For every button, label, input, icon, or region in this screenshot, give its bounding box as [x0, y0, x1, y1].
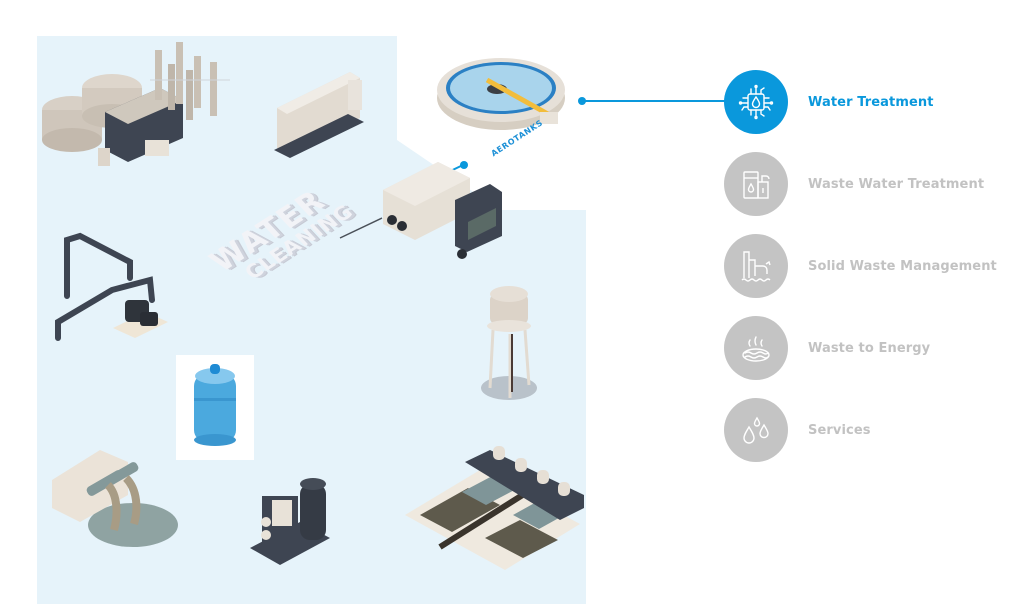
ion-exchange-columns-illustration: [150, 42, 230, 120]
settling-basins-illustration: [405, 446, 584, 570]
menu-item-waste-to-energy[interactable]: Waste to Energy: [724, 316, 1024, 380]
menu-item-services[interactable]: Services: [724, 398, 1024, 462]
water-drops-icon: [743, 416, 769, 444]
truck-connector-dot: [460, 161, 468, 169]
menu-item-icon-circle: [724, 234, 788, 298]
menu-item-icon-circle: [724, 70, 788, 134]
menu-item-icon-circle: [724, 152, 788, 216]
menu-connector-line: [583, 100, 726, 102]
sewage-outfall-illustration: [52, 450, 178, 547]
storage-tanks-illustration: [42, 74, 183, 166]
aerotank-clarifier-illustration: [437, 58, 565, 130]
circuit-water-drop-icon: [738, 84, 774, 120]
menu-item-label: Solid Waste Management: [808, 258, 997, 274]
water-cleaning-pointer-line: [339, 217, 383, 239]
pressure-filter-unit-illustration: [250, 478, 330, 565]
menu-item-label: Water Treatment: [808, 94, 934, 110]
pump-pipes-illustration: [55, 232, 155, 341]
membrane-filter-unit-illustration: [274, 72, 364, 158]
menu-item-icon-circle: [724, 398, 788, 462]
menu-item-water-treatment[interactable]: Water Treatment: [724, 70, 1024, 134]
water-tower-illustration: [481, 286, 537, 400]
menu-item-solid-waste-management[interactable]: Solid Waste Management: [724, 234, 1024, 298]
waste-water-plant-icon: [743, 171, 770, 199]
menu-connector-dot: [578, 97, 586, 105]
tanker-truck-illustration: [383, 162, 502, 259]
water-bottle-illustration: [176, 355, 254, 460]
menu-item-label: Services: [808, 422, 871, 438]
menu-item-icon-circle: [724, 316, 788, 380]
menu-item-label: Waste to Energy: [808, 340, 931, 356]
menu-item-label: Waste Water Treatment: [808, 176, 985, 192]
heat-waves-icon: [742, 336, 770, 362]
solid-waste-plant-icon: [741, 251, 771, 282]
menu-item-waste-water-treatment[interactable]: Waste Water Treatment: [724, 152, 1024, 216]
